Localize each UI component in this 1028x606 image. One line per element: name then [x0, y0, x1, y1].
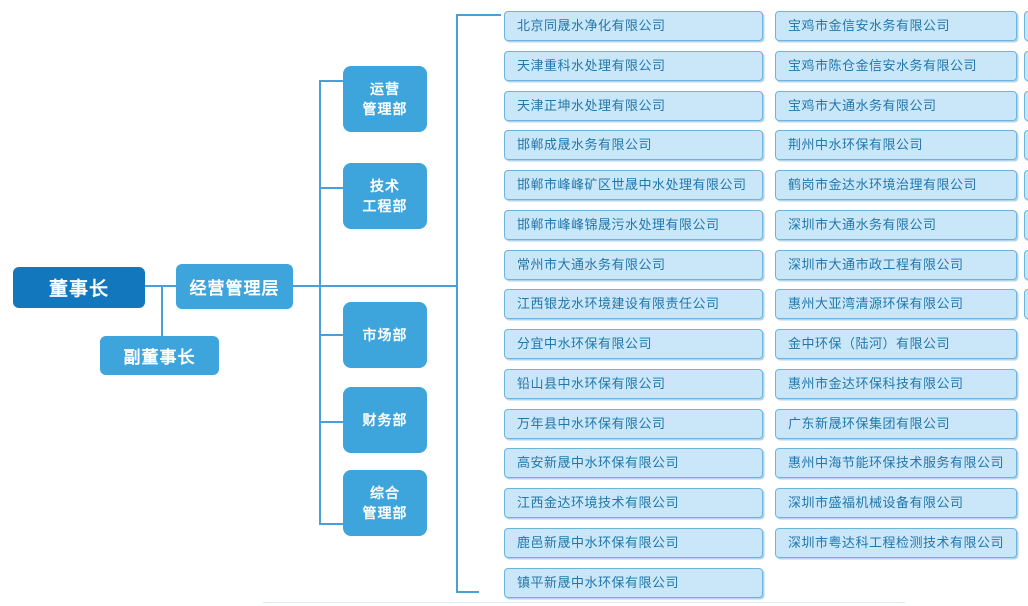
node-department: 运营 管理部 — [343, 66, 427, 132]
company-box-cropped — [1024, 289, 1028, 319]
company-box: 常州市大通水务有限公司 — [504, 250, 763, 280]
company-box: 深圳市大通水务有限公司 — [775, 210, 1017, 240]
company-box: 天津重科水处理有限公司 — [504, 51, 763, 81]
company-box: 万年县中水环保有限公司 — [504, 409, 763, 439]
connector-dept-stub-5 — [320, 523, 344, 525]
node-chairman: 董事长 — [13, 267, 145, 308]
company-box: 宝鸡市大通水务有限公司 — [775, 91, 1017, 121]
node-management-layer: 经营管理层 — [176, 264, 293, 309]
company-box: 邯郸成晟水务有限公司 — [504, 130, 763, 160]
company-box: 江西金达环境技术有限公司 — [504, 488, 763, 518]
company-box: 天津正坤水处理有限公司 — [504, 91, 763, 121]
company-box: 金中环保（陆河）有限公司 — [775, 329, 1017, 359]
company-box-cropped — [1024, 250, 1028, 280]
company-box: 宝鸡市金信安水务有限公司 — [775, 11, 1017, 41]
company-box-cropped — [1024, 130, 1028, 160]
company-box: 深圳市粤达科工程检测技术有限公司 — [775, 528, 1017, 558]
company-box: 分宜中水环保有限公司 — [504, 329, 763, 359]
connector-trunk-bottom-stub — [456, 591, 479, 593]
connector-vice-chairman-drop — [161, 286, 163, 336]
company-box: 铅山县中水环保有限公司 — [504, 369, 763, 399]
company-box-cropped — [1024, 51, 1028, 81]
company-box: 邯郸市峰峰锦晟污水处理有限公司 — [504, 210, 763, 240]
node-vice-chairman: 副董事长 — [100, 336, 219, 375]
company-box: 邯郸市峰峰矿区世晟中水处理有限公司 — [504, 170, 763, 200]
company-box-cropped — [1024, 170, 1028, 200]
company-box: 宝鸡市陈仓金信安水务有限公司 — [775, 51, 1017, 81]
connector-management-trunk — [293, 285, 457, 287]
connector-dept-stub-1 — [320, 80, 344, 82]
company-box: 广东新晟环保集团有限公司 — [775, 409, 1017, 439]
connector-department-spine — [319, 80, 321, 525]
connector-trunk-top-stub — [456, 14, 501, 16]
company-box: 北京同晟水净化有限公司 — [504, 11, 763, 41]
node-department: 技术 工程部 — [343, 163, 427, 229]
company-box: 鹿邑新晟中水环保有限公司 — [504, 528, 763, 558]
company-box: 镇平新晟中水环保有限公司 — [504, 568, 763, 598]
company-box: 高安新晟中水环保有限公司 — [504, 448, 763, 478]
node-department: 综合 管理部 — [343, 470, 427, 536]
node-department: 市场部 — [343, 302, 427, 368]
company-box: 惠州市金达环保科技有限公司 — [775, 369, 1017, 399]
company-box: 鹤岗市金达水环境治理有限公司 — [775, 170, 1017, 200]
company-box-cropped — [1024, 210, 1028, 240]
connector-chairman-management — [145, 285, 176, 287]
company-box: 惠州大亚湾清源环保有限公司 — [775, 289, 1017, 319]
connector-dept-stub-3 — [320, 334, 344, 336]
connector-dept-stub-4 — [320, 421, 344, 423]
company-box: 江西银龙水环境建设有限责任公司 — [504, 289, 763, 319]
connector-dept-stub-2 — [320, 187, 344, 189]
company-box: 荆州中水环保有限公司 — [775, 130, 1017, 160]
company-box: 深圳市盛福机械设备有限公司 — [775, 488, 1017, 518]
company-box-cropped — [1024, 91, 1028, 121]
node-department: 财务部 — [343, 387, 427, 453]
bottom-divider — [263, 602, 905, 603]
company-box: 惠州中海节能环保技术服务有限公司 — [775, 448, 1017, 478]
company-box-cropped — [1024, 11, 1028, 41]
connector-company-trunk — [456, 14, 458, 593]
company-box: 深圳市大通市政工程有限公司 — [775, 250, 1017, 280]
